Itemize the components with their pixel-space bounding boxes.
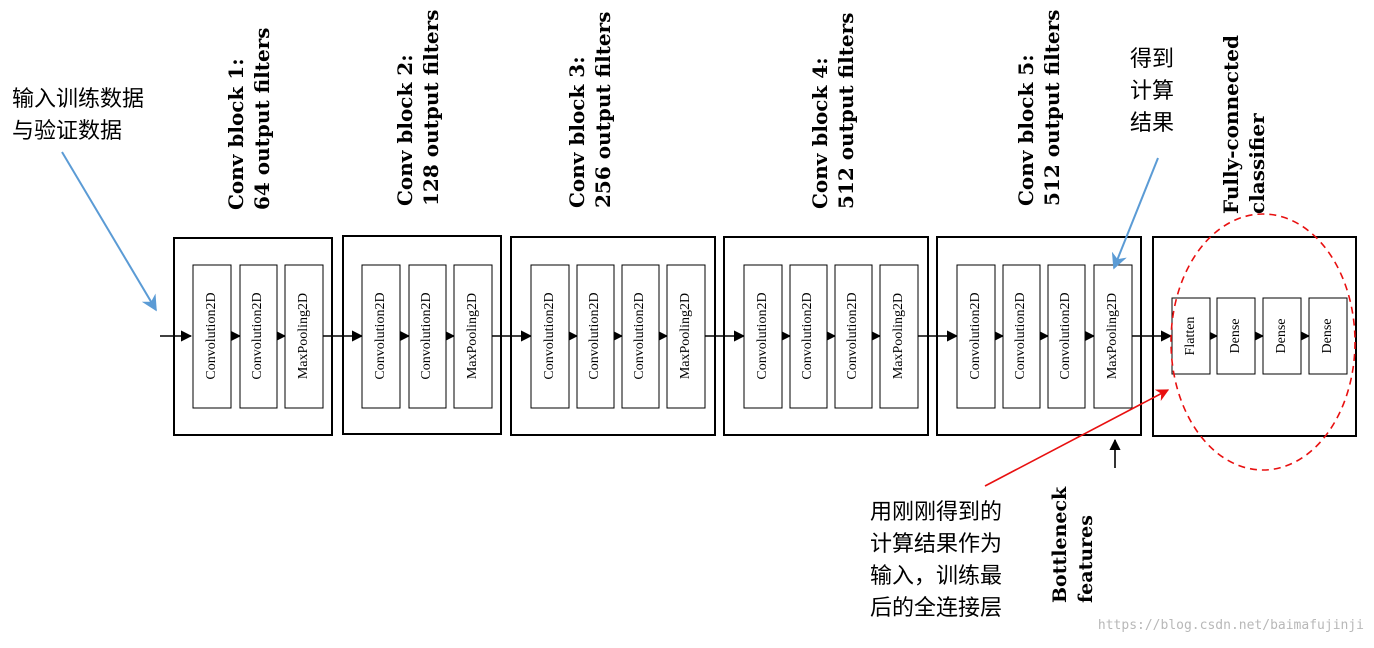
layer-boxes (192, 264, 1348, 409)
result-note: 得到 计算 结果 (1130, 47, 1175, 136)
layer-box (879, 264, 919, 409)
watermark: https://blog.csdn.net/baimafujinji (1097, 618, 1364, 633)
conv-block-1-title: Conv block 1: 64 output filters (224, 27, 274, 210)
layer-label: MaxPooling2D (1105, 292, 1120, 380)
classifier-highlight-ellipse (1170, 213, 1356, 471)
classifier-box (1152, 236, 1357, 437)
bottleneck-label: Bottleneck features (1049, 486, 1097, 603)
block-boxes (173, 235, 1357, 437)
fc-layer-box (1216, 297, 1256, 375)
layer-box (192, 264, 232, 409)
layer-box (361, 264, 401, 409)
layer-label: Convolution2D (373, 292, 388, 380)
conv-block-5-box (936, 236, 1142, 436)
conv-block-2-box (342, 235, 502, 435)
retrain-annotation-arrow (984, 389, 1170, 487)
result-annotation-arrow (1111, 157, 1159, 270)
layer-label: Convolution2D (1013, 292, 1028, 380)
layer-box (408, 264, 447, 409)
conv-block-2-title: Conv block 2: 128 output filters (393, 9, 443, 206)
layer-box (453, 264, 493, 409)
layer-box (621, 264, 660, 409)
layer-label: Convolution2D (587, 292, 602, 380)
layer-box (1093, 264, 1133, 409)
input-note: 输入训练数据 与验证数据 (12, 87, 145, 144)
retrain-note: 用刚刚得到的 计算结果作为 输入，训练最 后的全连接层 (870, 500, 1003, 621)
layer-box (834, 264, 873, 409)
layer-box (576, 264, 615, 409)
conv-block-4-box (723, 236, 929, 436)
layer-label: Convolution2D (419, 292, 434, 380)
layer-label: Convolution2D (845, 292, 860, 380)
layer-box (239, 264, 278, 409)
conv-block-5-title: Conv block 5: 512 output filters (1014, 9, 1064, 206)
layer-label: MaxPooling2D (678, 292, 693, 380)
layer-box (956, 264, 996, 409)
fc-layer-box (1262, 297, 1302, 375)
layer-label: Convolution2D (968, 292, 983, 380)
layer-box (666, 264, 706, 409)
fc-layer-label: Dense (1274, 318, 1289, 354)
layer-label: MaxPooling2D (465, 292, 480, 380)
conv-block-1-box (173, 237, 333, 436)
layer-label: Convolution2D (542, 292, 557, 380)
layer-box (1002, 264, 1041, 409)
layer-box (1047, 264, 1086, 409)
layer-label: Convolution2D (250, 292, 265, 380)
fc-layer-box (1171, 297, 1211, 375)
fc-layer-label: Flatten (1183, 316, 1198, 356)
conv-block-3-title: Conv block 3: 256 output filters (565, 11, 615, 208)
layer-label: MaxPooling2D (296, 292, 311, 380)
layer-box (789, 264, 828, 409)
classifier-title: Fully-connected classifier (1219, 35, 1269, 214)
layer-box (743, 264, 783, 409)
layer-label: Convolution2D (204, 292, 219, 380)
layer-box (530, 264, 570, 409)
conv-block-3-box (510, 236, 716, 436)
fc-layer-label: Dense (1228, 318, 1243, 354)
layer-label: MaxPooling2D (891, 292, 906, 380)
layer-label: Convolution2D (755, 292, 770, 380)
layer-label: Convolution2D (1058, 292, 1073, 380)
fc-layer-box (1308, 297, 1348, 375)
layer-label: Convolution2D (632, 292, 647, 380)
layer-label: Convolution2D (800, 292, 815, 380)
input-annotation-arrow (61, 151, 157, 312)
conv-block-4-title: Conv block 4: 512 output filters (808, 12, 858, 209)
layer-box (284, 264, 324, 409)
fc-layer-label: Dense (1320, 318, 1335, 354)
